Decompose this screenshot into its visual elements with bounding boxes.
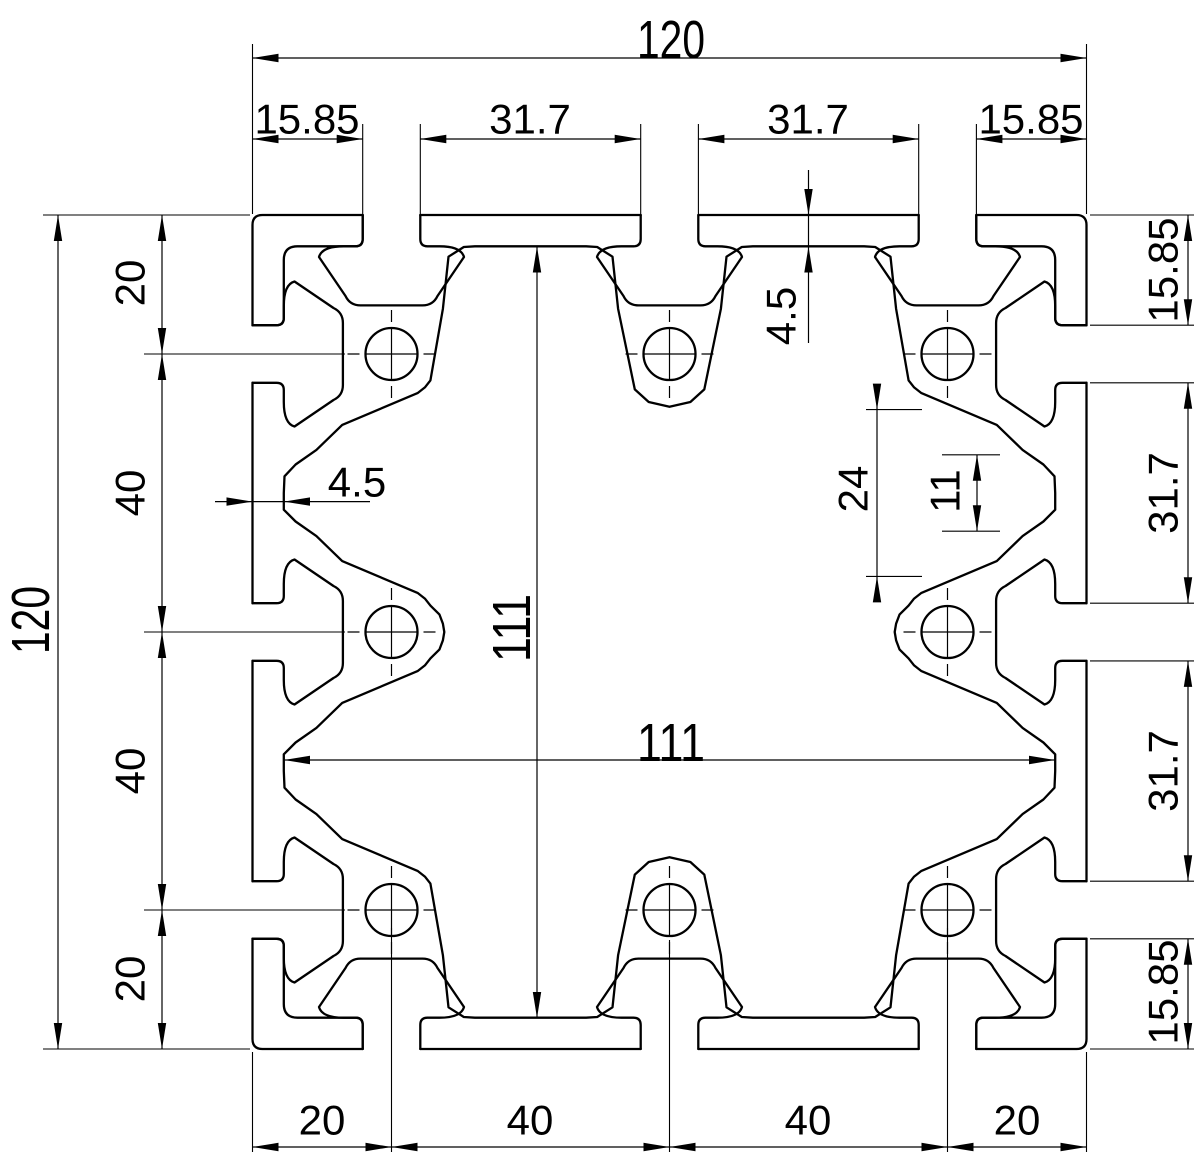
arrowhead-icon <box>976 134 1003 144</box>
arrowhead-icon <box>614 134 641 144</box>
dim-bottom-pitch-2: 40 <box>507 1097 554 1144</box>
arrowhead-icon <box>157 1023 167 1049</box>
arrowhead-icon <box>1060 53 1087 63</box>
arrowhead-icon <box>1183 215 1193 241</box>
arrowhead-icon <box>391 1142 418 1152</box>
dimension-lines <box>57 57 1189 1148</box>
dim-top-flat-3: 31.7 <box>767 96 849 143</box>
arrowhead-icon <box>532 246 542 273</box>
arrowhead-icon <box>365 1142 392 1152</box>
dim-inner-height: 111 <box>482 594 542 662</box>
dim-right-flat-1: 15.85 <box>1140 217 1187 322</box>
arrowhead-icon <box>252 1142 279 1152</box>
arrowhead-icon <box>1060 134 1087 144</box>
arrowhead-icon <box>1060 1142 1087 1152</box>
dim-wall-thickness-top: 4.5 <box>758 287 805 345</box>
arrowhead-icon <box>1183 938 1193 965</box>
arrowhead-icon <box>921 1142 948 1152</box>
arrowhead-icon <box>892 134 919 144</box>
arrowhead-icon <box>872 576 882 603</box>
arrowhead-icon <box>53 1023 63 1049</box>
dim-bottom-pitch-3: 40 <box>785 1097 832 1144</box>
dim-overall-width: 120 <box>637 10 705 70</box>
arrowhead-icon <box>226 497 253 506</box>
dim-pocket-mouth: 24 <box>830 466 877 513</box>
dimension-labels: 120 15.85 31.7 31.7 15.85 120 20 40 40 2… <box>1 10 1187 1144</box>
arrowhead-icon <box>157 354 167 380</box>
arrowhead-icon <box>336 134 363 144</box>
dim-top-flat-2: 31.7 <box>489 96 571 143</box>
bolt-hole <box>902 586 993 678</box>
bolt-hole <box>346 308 437 400</box>
arrowhead-icon <box>252 134 279 144</box>
arrowhead-icon <box>643 1142 670 1152</box>
dim-left-pitch-3: 40 <box>107 748 154 795</box>
arrowhead-icon <box>1183 660 1193 687</box>
arrowhead-icon <box>1183 855 1193 882</box>
dim-top-flat-1: 15.85 <box>254 96 359 143</box>
bolt-hole <box>624 308 715 400</box>
dim-right-flat-2: 31.7 <box>1140 452 1187 534</box>
arrowhead-icon <box>1183 299 1193 326</box>
dim-pocket-throat: 11 <box>922 469 969 513</box>
dim-right-flat-3: 31.7 <box>1140 730 1187 812</box>
arrowhead-icon <box>1183 577 1193 604</box>
dim-top-flat-4: 15.85 <box>978 96 1083 143</box>
dim-bottom-pitch-4: 20 <box>994 1097 1041 1144</box>
arrowhead-icon <box>157 215 167 241</box>
arrowhead-icon <box>420 134 447 144</box>
arrowhead-icon <box>157 910 167 936</box>
arrowhead-icon <box>157 884 167 910</box>
arrowhead-icon <box>669 1142 696 1152</box>
arrowhead-icon <box>157 606 167 632</box>
arrowhead-icon <box>53 215 63 241</box>
dim-left-pitch-2: 40 <box>107 470 154 517</box>
arrowhead-icon <box>252 53 279 63</box>
arrowhead-icon <box>947 1142 974 1152</box>
arrowhead-icon <box>698 134 725 144</box>
arrowhead-icon <box>1183 1023 1193 1049</box>
dim-wall-thickness-left: 4.5 <box>328 459 386 506</box>
arrowhead-icon <box>1183 382 1193 409</box>
dim-overall-height: 120 <box>1 586 61 654</box>
dimension-arrowheads <box>53 53 1193 1152</box>
dim-left-pitch-1: 20 <box>107 260 154 307</box>
arrowhead-icon <box>872 383 882 410</box>
arrowhead-icon <box>157 632 167 658</box>
bolt-hole <box>346 586 437 678</box>
central-cavity <box>282 245 1057 1019</box>
arrowhead-icon <box>972 505 982 532</box>
dim-right-flat-4: 15.85 <box>1140 939 1187 1044</box>
arrowhead-icon <box>972 454 982 481</box>
arrowhead-icon <box>532 992 542 1018</box>
bolt-hole <box>902 308 993 400</box>
arrowhead-icon <box>284 755 310 765</box>
arrowhead-icon <box>804 189 813 215</box>
dim-bottom-pitch-1: 20 <box>299 1097 346 1144</box>
extension-lines <box>43 44 1194 1152</box>
profile-outline <box>251 213 1088 1051</box>
arrowhead-icon <box>1029 755 1055 765</box>
arrowhead-icon <box>157 328 167 354</box>
dim-left-pitch-4: 20 <box>107 956 154 1003</box>
arrowhead-icon <box>804 246 813 273</box>
dim-inner-width: 111 <box>637 713 705 773</box>
arrowhead-icon <box>284 497 310 506</box>
